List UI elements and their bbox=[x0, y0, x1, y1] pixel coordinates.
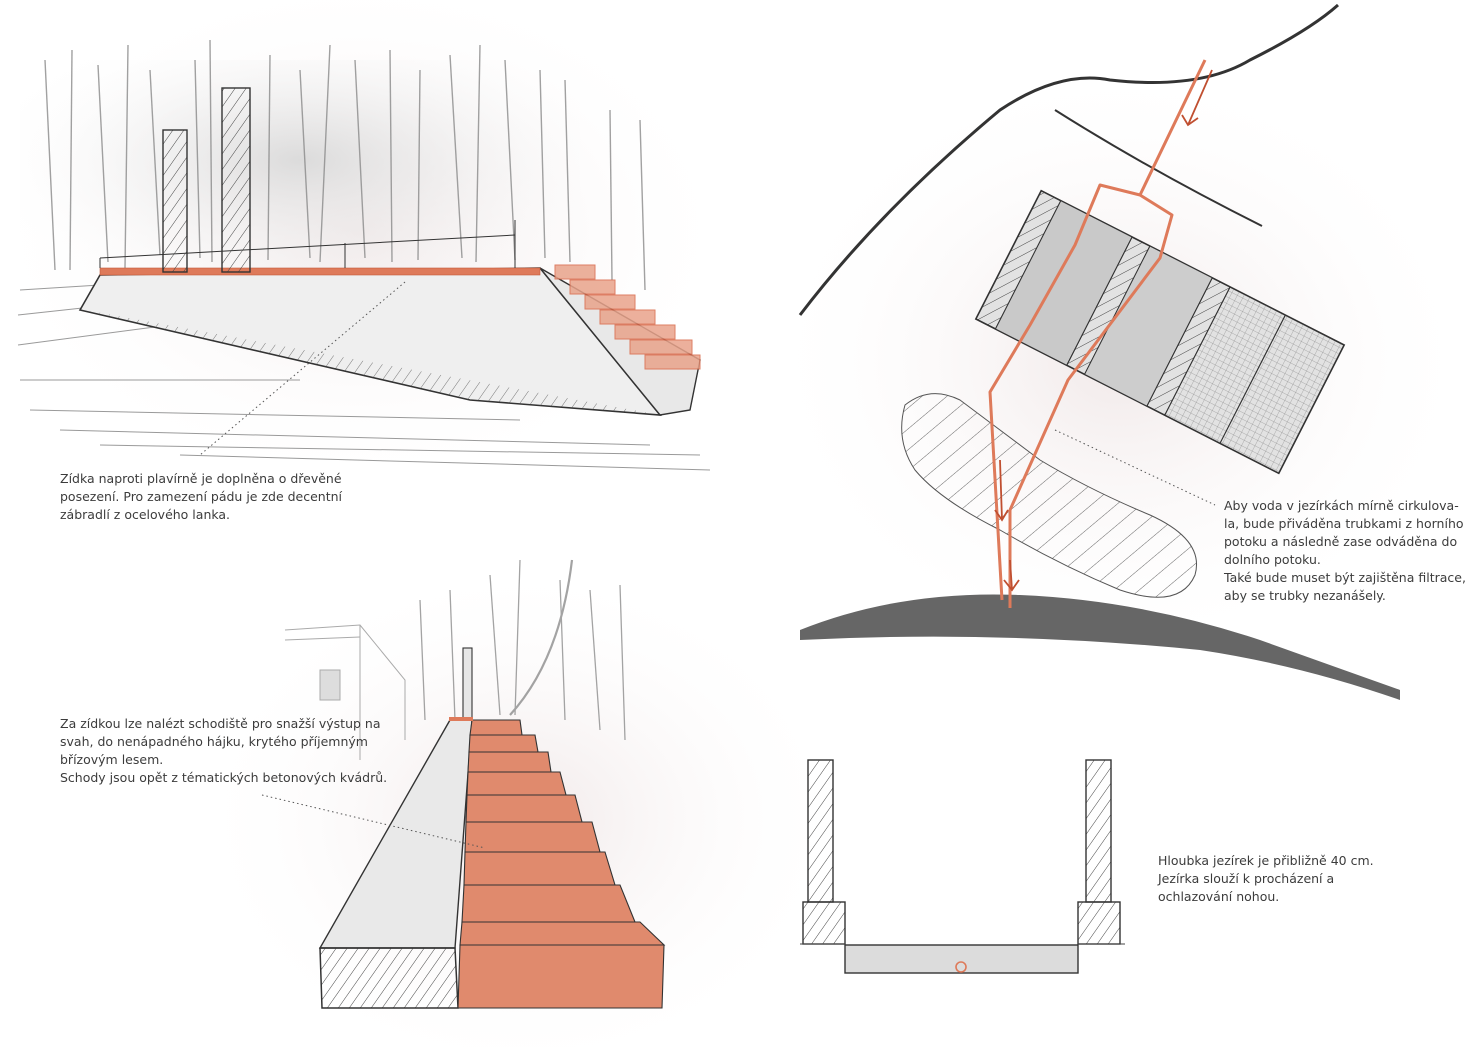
concrete-pillar-short bbox=[162, 129, 188, 273]
stair-top-accent bbox=[449, 717, 473, 721]
pond-plan-sketch bbox=[760, 3, 1475, 700]
side-wall-front bbox=[319, 947, 459, 1009]
stairs-sketch bbox=[190, 559, 850, 1047]
wooden-seat-strip bbox=[99, 267, 541, 276]
path-edge bbox=[1054, 109, 1263, 227]
wall-seating-sketch bbox=[0, 0, 740, 490]
hatched-pool-shape bbox=[901, 393, 1197, 598]
flow-arrows bbox=[994, 69, 1213, 592]
side-stairs bbox=[554, 264, 701, 370]
wooden-deck-planks bbox=[17, 284, 711, 471]
forest-trees bbox=[44, 39, 646, 291]
left-wall-upper bbox=[807, 759, 834, 903]
lower-stream-bank bbox=[800, 594, 1400, 700]
concrete-pillar-tall bbox=[221, 87, 251, 273]
supply-pipe bbox=[988, 59, 1207, 608]
pond-section-sketch bbox=[800, 759, 1125, 974]
forest-trees-back bbox=[419, 559, 626, 741]
stair-top-post bbox=[462, 647, 473, 719]
caption-wall-seating: Zídka naproti plavírně je doplněna o dře… bbox=[60, 471, 343, 522]
caption-pond-depth: Hloubka jezírek je přibližně 40 cm. Jezí… bbox=[1158, 853, 1374, 904]
upper-stream-bank bbox=[798, 3, 1339, 316]
caption-pipes: Aby voda v jezírkách mírně cirkulova- la… bbox=[1224, 498, 1466, 603]
stair-steps bbox=[457, 719, 666, 1009]
right-wall-base bbox=[1077, 901, 1121, 945]
pipe-section-circle bbox=[955, 961, 967, 973]
left-wall-base bbox=[802, 901, 846, 945]
building-outline bbox=[284, 624, 406, 760]
right-wall-upper bbox=[1085, 759, 1112, 903]
pond-basin bbox=[844, 944, 1079, 974]
pond-strip bbox=[974, 189, 1346, 475]
caption-stairs: Za zídkou lze nalézt schodiště pro snažš… bbox=[60, 716, 388, 785]
